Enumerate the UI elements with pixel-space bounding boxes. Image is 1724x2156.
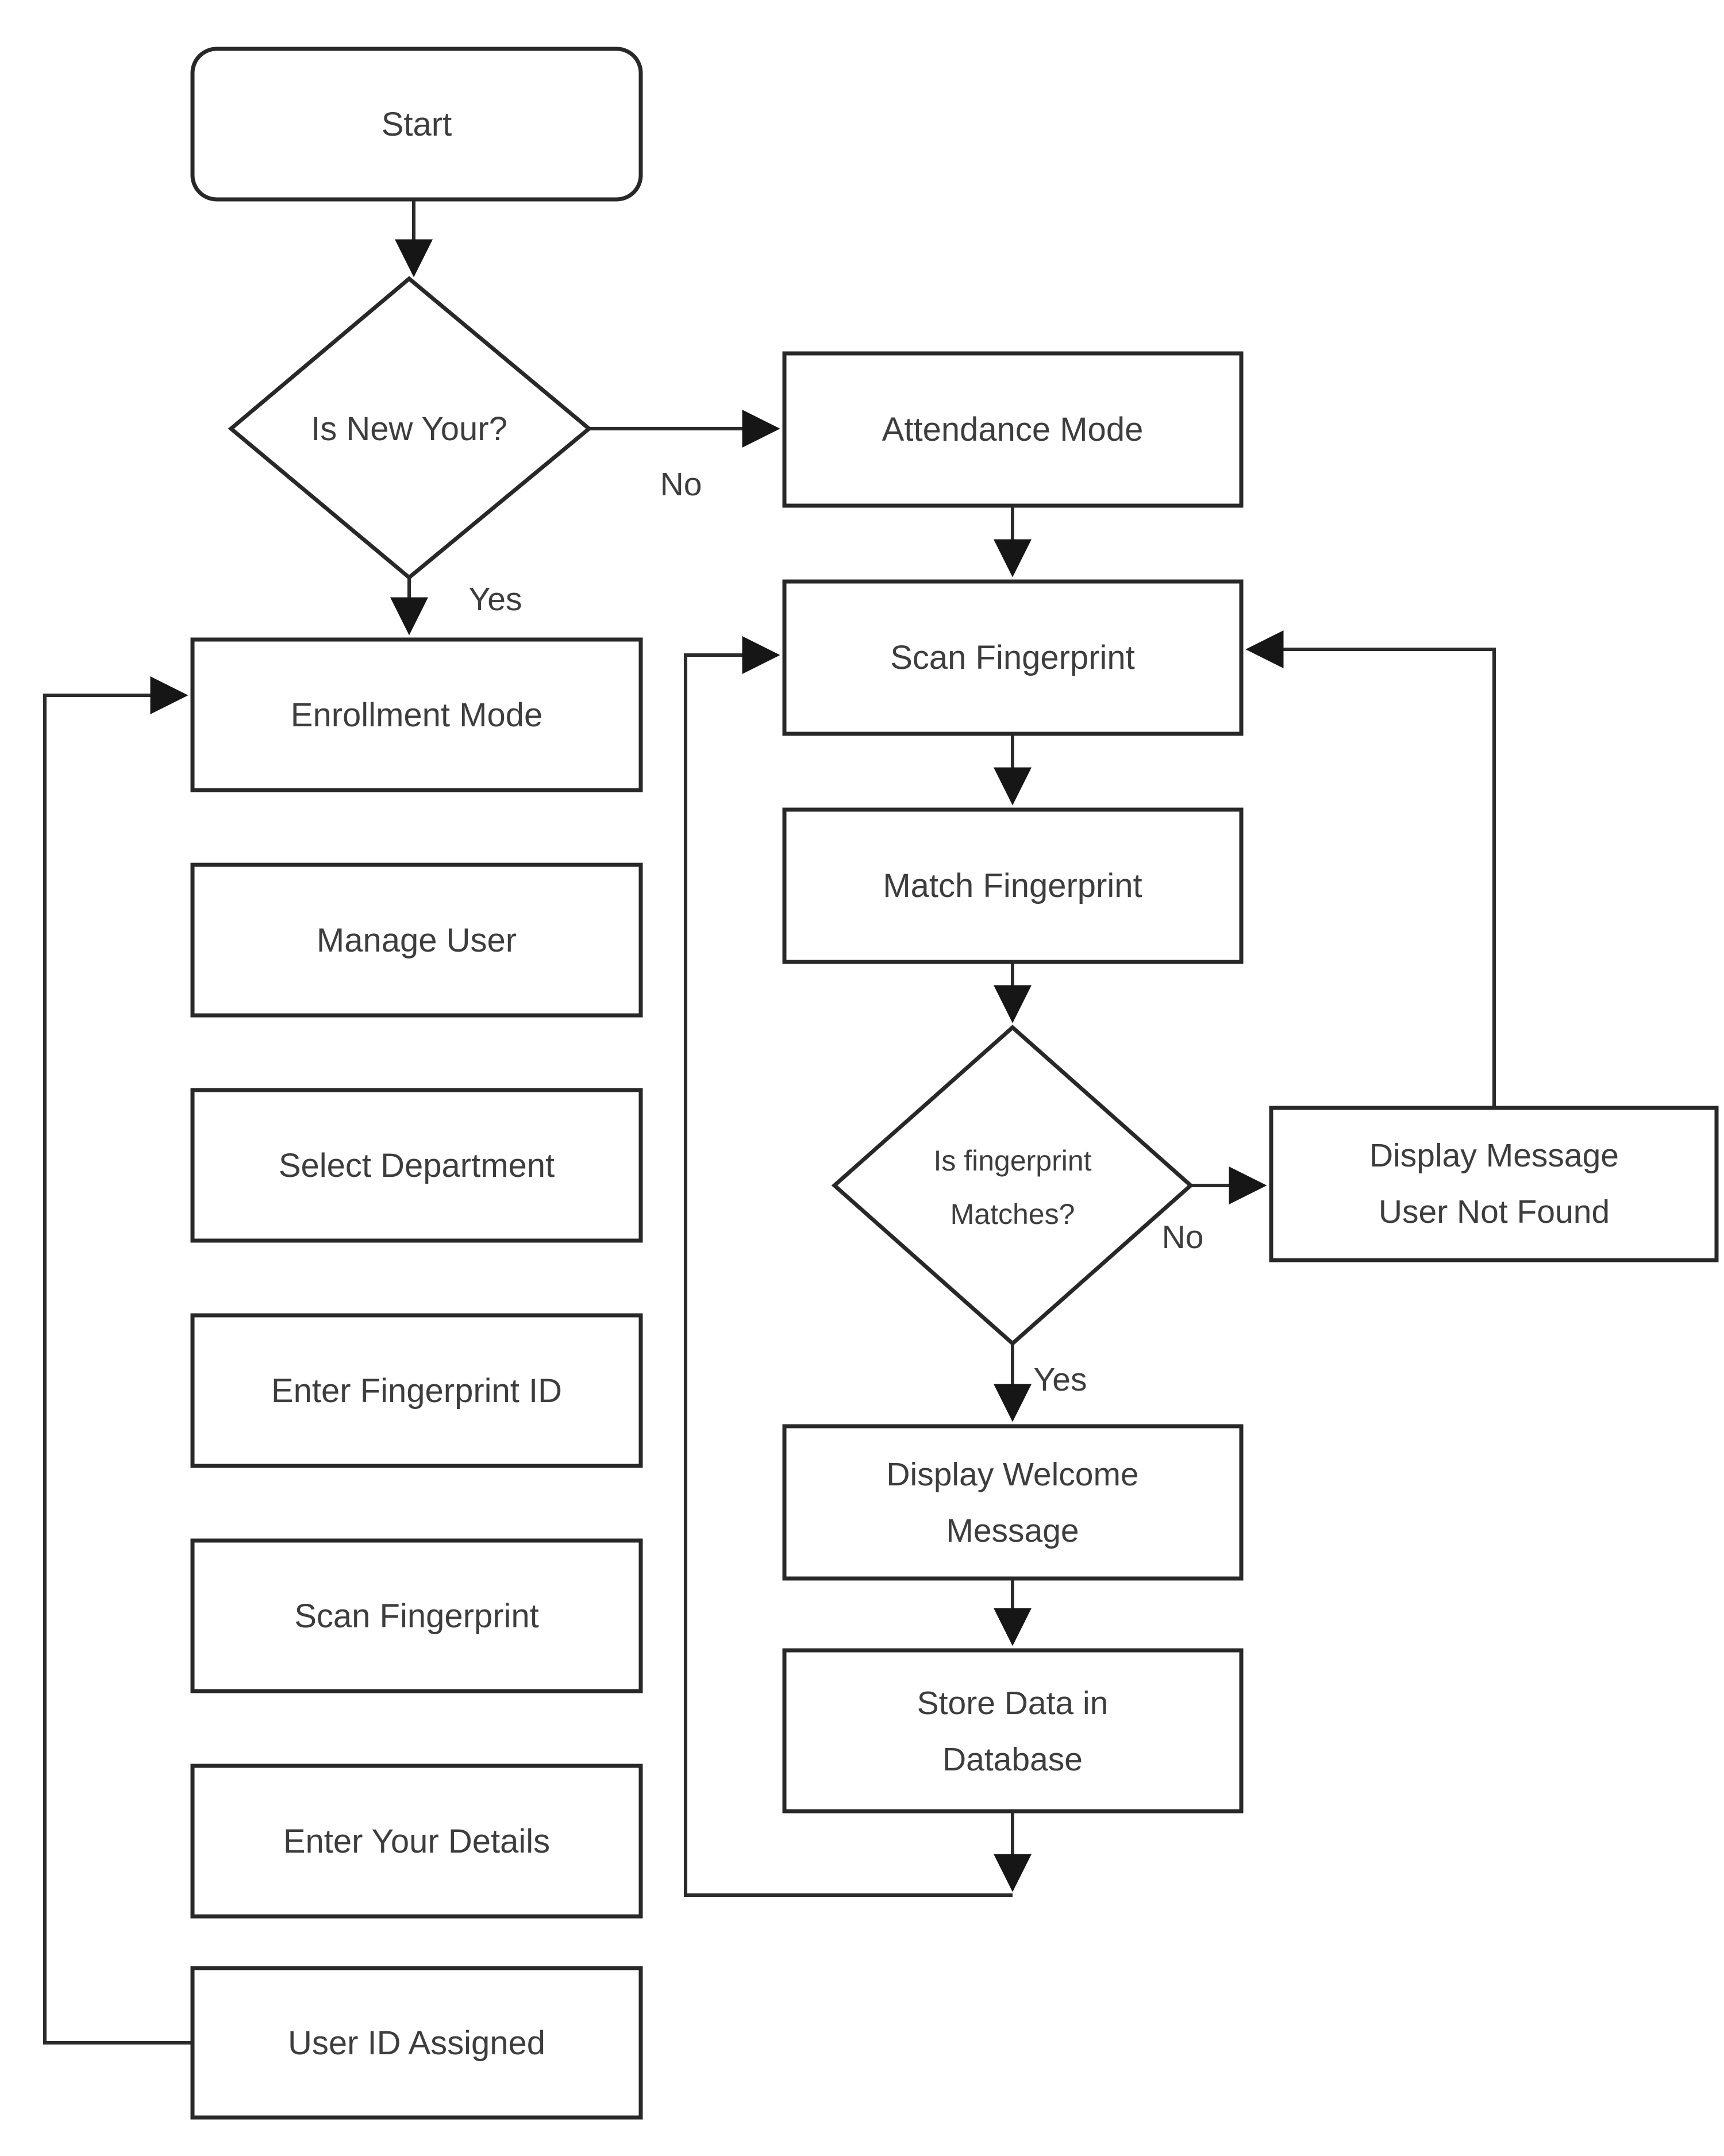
enter-your-details-node-label: Enter Your Details	[283, 1823, 550, 1860]
display-welcome-message-line2: Message	[946, 1512, 1079, 1549]
enrollment-mode-node-label: Enrollment Mode	[291, 696, 542, 734]
display-welcome-message-node: Display Welcome Message	[782, 1424, 1244, 1581]
match-fingerprint-node-shape	[782, 807, 1244, 964]
edge-loop-usernotfound-to-scanfingerprint	[1245, 630, 1496, 1108]
scan-fingerprint-enroll-node-shape	[190, 1538, 643, 1693]
scan-fingerprint-attend-node-label: Scan Fingerprint	[890, 639, 1135, 676]
scan-fingerprint-attend-node: Scan Fingerprint	[782, 579, 1244, 736]
enter-fingerprint-id-node: Enter Fingerprint ID	[190, 1313, 643, 1468]
select-department-node-label: Select Department	[279, 1147, 555, 1184]
enter-your-details-node: Enter Your Details	[190, 1764, 643, 1919]
user-id-assigned-node: User ID Assigned	[190, 1966, 643, 2120]
manage-user-node-label: Manage User	[317, 922, 517, 959]
start-node-label: Start	[382, 106, 452, 143]
edge-loop-storedata-to-scanfingerprint	[684, 636, 1013, 1897]
enter-fingerprint-id-node-label: Enter Fingerprint ID	[271, 1372, 562, 1410]
enter-fingerprint-id-node-shape	[190, 1313, 643, 1468]
store-data-in-database-line1: Store Data in	[917, 1685, 1109, 1722]
store-data-in-database-line2: Database	[942, 1741, 1083, 1778]
scan-fingerprint-attend-node-shape	[782, 579, 1244, 736]
start-node-shape	[190, 47, 643, 202]
display-welcome-message-line1: Display Welcome	[886, 1456, 1138, 1493]
is-fingerprint-matches-decision-shape	[831, 1025, 1194, 1346]
is-new-user-decision-label: Is New Your?	[311, 410, 507, 448]
display-message-user-not-found-node: Display Message User Not Found	[1269, 1106, 1719, 1262]
select-department-node-shape	[190, 1088, 643, 1243]
match-fingerprint-node: Match Fingerprint	[782, 807, 1244, 964]
edge-loop-useridassigned-to-enrollment	[43, 676, 193, 2045]
enrollment-mode-node-shape	[190, 637, 643, 792]
scan-fingerprint-enroll-node-label: Scan Fingerprint	[294, 1597, 539, 1635]
edge-label-yes-new-user: Yes	[469, 581, 522, 618]
store-data-in-database-node-shape	[782, 1648, 1244, 1814]
is-new-user-decision-shape	[228, 276, 592, 580]
enter-your-details-node-shape	[190, 1764, 643, 1919]
user-id-assigned-node-shape	[190, 1966, 643, 2120]
edge-label-yes-match: Yes	[1034, 1361, 1087, 1398]
user-id-assigned-node-label: User ID Assigned	[288, 2024, 545, 2062]
is-fingerprint-matches-line1: Is fingerprint	[933, 1145, 1091, 1177]
manage-user-node: Manage User	[190, 863, 643, 1018]
display-welcome-message-node-shape	[782, 1424, 1244, 1581]
start-node: Start	[190, 47, 643, 202]
attendance-mode-node-label: Attendance Mode	[882, 411, 1144, 448]
store-data-in-database-node: Store Data in Database	[782, 1648, 1244, 1814]
match-fingerprint-node-label: Match Fingerprint	[883, 867, 1142, 904]
enrollment-mode-node: Enrollment Mode	[190, 637, 643, 792]
is-fingerprint-matches-line2: Matches?	[950, 1198, 1075, 1230]
display-message-user-not-found-node-shape	[1269, 1106, 1719, 1262]
is-fingerprint-matches-decision: Is fingerprint Matches?	[831, 1025, 1194, 1346]
manage-user-node-shape	[190, 863, 643, 1018]
scan-fingerprint-enroll-node: Scan Fingerprint	[190, 1538, 643, 1693]
edge-label-no-new-user: No	[660, 466, 702, 503]
display-message-user-not-found-line1: Display Message	[1369, 1137, 1619, 1174]
display-message-user-not-found-line2: User Not Found	[1379, 1194, 1610, 1230]
is-new-user-decision: Is New Your?	[228, 276, 592, 580]
edge-label-no-match: No	[1162, 1219, 1204, 1256]
attendance-mode-node-shape	[782, 351, 1244, 508]
attendance-mode-node: Attendance Mode	[782, 351, 1244, 508]
select-department-node: Select Department	[190, 1088, 643, 1243]
